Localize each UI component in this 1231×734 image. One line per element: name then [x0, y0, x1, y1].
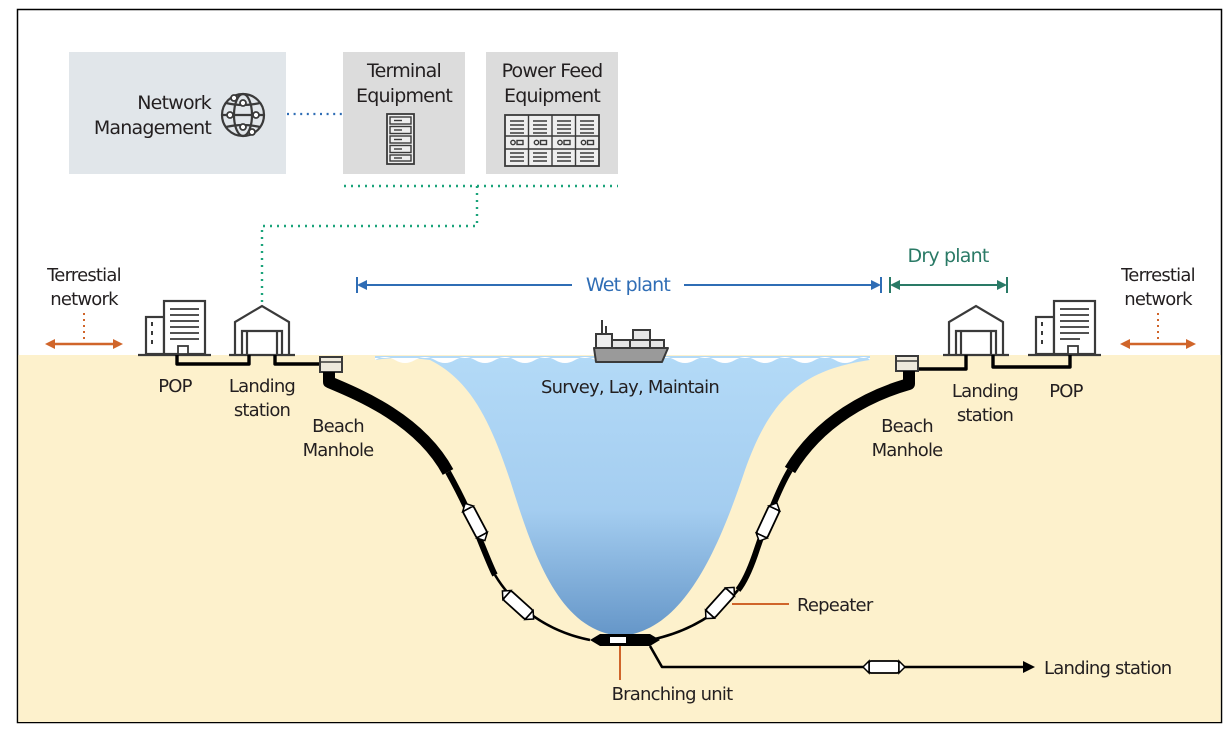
left-pop-landing-cable	[175, 355, 251, 366]
right-terrestrial-network: Terrestial network	[1120, 265, 1196, 349]
equipment-to-landing-link	[260, 184, 618, 302]
repeater-left-upper	[461, 502, 489, 542]
repeater-branch	[861, 659, 907, 675]
branching-unit-icon	[590, 634, 660, 646]
left-landing-label-line1: Landing	[229, 376, 295, 397]
sea-basin	[375, 356, 870, 636]
network-management-label-line1: Network	[137, 92, 212, 114]
left-terrestrial-network: Terrestial network	[45, 265, 123, 349]
right-landing-label-line1: Landing	[952, 381, 1018, 402]
power-cabinet-icon	[504, 114, 600, 167]
right-cable-mid	[735, 468, 793, 592]
repeater-left-lower	[501, 589, 535, 621]
repeater-label: Repeater	[797, 595, 874, 616]
right-manhole-landing-cable	[918, 355, 968, 371]
wet-plant-label: Wet plant	[586, 274, 670, 296]
left-beach-manhole-icon	[319, 356, 343, 373]
branch-landing-station-label: Landing station	[1044, 658, 1171, 679]
branching-unit-label: Branching unit	[612, 684, 733, 705]
dry-plant-label: Dry plant	[908, 245, 989, 267]
left-landing-label-line2: station	[234, 400, 290, 421]
left-pop-building-icon	[138, 299, 211, 357]
right-landing-station-icon	[943, 304, 1009, 357]
right-terrestrial-label-line1: Terrestial	[1120, 265, 1195, 286]
repeater-right-lower	[704, 586, 736, 620]
network-management-label-line2: Management	[94, 117, 212, 139]
right-armoured-cable	[784, 371, 915, 474]
right-beach-manhole-icon	[895, 355, 919, 372]
left-armoured-cable	[323, 372, 454, 475]
repeater-right-upper	[754, 502, 782, 542]
wet-plant-span: Wet plant	[356, 274, 882, 296]
right-terrestrial-label-line2: network	[1124, 289, 1193, 310]
sea-waves	[375, 357, 870, 363]
left-terrestrial-label-line2: network	[50, 289, 119, 310]
right-pop-label: POP	[1049, 381, 1083, 402]
left-beach-label-line2: Manhole	[303, 440, 375, 461]
left-terrestrial-label-line1: Terrestial	[46, 265, 121, 286]
terminal-equipment-label-line2: Equipment	[356, 85, 452, 107]
network-management-box: Network Management	[69, 52, 286, 174]
sea-activity-label: Survey, Lay, Maintain	[541, 377, 719, 398]
left-pop-label: POP	[158, 376, 192, 397]
right-beach-label-line1: Beach	[881, 416, 933, 437]
globe-network-icon	[220, 92, 266, 138]
right-beach-label-line2: Manhole	[872, 440, 944, 461]
right-pop-building-icon	[1028, 299, 1101, 357]
power-feed-label-line2: Equipment	[504, 85, 600, 107]
cable-ship-icon	[593, 320, 669, 363]
right-landing-pop-cable	[991, 355, 1072, 369]
left-landing-manhole-cable	[273, 355, 320, 366]
branch-arrowhead	[1023, 661, 1035, 673]
power-feed-label-line1: Power Feed	[502, 60, 603, 82]
terminal-equipment-box: Terminal Equipment	[343, 52, 465, 174]
server-rack-icon	[386, 113, 415, 165]
dry-plant-span: Dry plant	[889, 245, 1008, 293]
right-landing-label-line2: station	[957, 405, 1013, 426]
left-beach-label-line1: Beach	[312, 416, 364, 437]
power-feed-equipment-box: Power Feed Equipment	[486, 52, 618, 174]
left-landing-station-icon	[229, 304, 295, 357]
terminal-equipment-label-line1: Terminal	[366, 60, 441, 82]
